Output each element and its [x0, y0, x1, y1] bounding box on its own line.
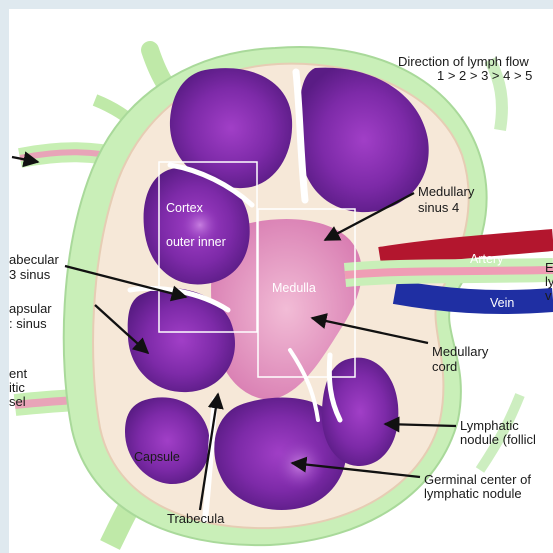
flow-order: 1 > 2 > 3 > 4 > 5	[437, 68, 532, 83]
diagram-card: Direction of lymph flow 1 > 2 > 3 > 4 > …	[9, 9, 553, 553]
artery-label: Artery	[470, 252, 504, 266]
medullary-sinus-label-2: sinus 4	[418, 200, 459, 215]
medullary-cord-label-2: cord	[432, 359, 457, 374]
afferent-label-3: sel	[9, 394, 26, 409]
efferent-label-2: ly	[545, 274, 553, 289]
lymphatic-nodule-label-1: Lymphatic	[460, 418, 519, 433]
lymph-node-diagram: Direction of lymph flow 1 > 2 > 3 > 4 > …	[9, 9, 553, 553]
capsule-label: Capsule	[134, 450, 180, 464]
subcapsular-sinus-label-1: apsular	[9, 301, 52, 316]
afferent-label-2: itic	[9, 380, 25, 395]
trabecula-label: Trabecula	[167, 511, 225, 526]
medullary-cord-label-1: Medullary	[432, 344, 489, 359]
efferent-label-3: v	[545, 288, 552, 303]
cortex-label: Cortex	[166, 201, 204, 215]
medulla-label: Medulla	[272, 281, 316, 295]
outer-inner-label: outer inner	[166, 235, 226, 249]
afferent-label-1: ent	[9, 366, 27, 381]
vein-label: Vein	[490, 296, 514, 310]
trabecular-sinus-label-2: 3 sinus	[9, 267, 51, 282]
lymphatic-nodule-label-2: nodule (follicl	[460, 432, 536, 447]
trabecular-sinus-label-1: abecular	[9, 252, 60, 267]
germinal-center-label-2: lymphatic nodule	[424, 486, 522, 501]
germinal-center-label-1: Germinal center of	[424, 472, 531, 487]
flow-title: Direction of lymph flow	[398, 54, 529, 69]
efferent-label-1: E	[545, 260, 553, 275]
medullary-sinus-label-1: Medullary	[418, 184, 475, 199]
subcapsular-sinus-label-2: : sinus	[9, 316, 47, 331]
